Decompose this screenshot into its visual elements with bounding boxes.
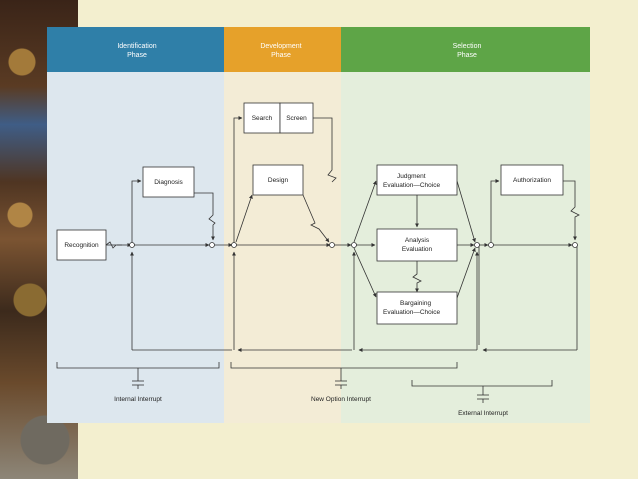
selection-phase-title: Selection — [453, 43, 482, 50]
diagnosis-label: Diagnosis — [154, 179, 183, 186]
junction-node — [209, 242, 215, 248]
judgment-label-line1: Judgment — [397, 173, 426, 180]
identification-phase-title: Identification — [117, 43, 156, 50]
analysis-label-line2: Evaluation — [402, 246, 433, 253]
analysis-label-line1: Analysis — [405, 237, 430, 244]
screen-label: Screen — [286, 115, 307, 122]
judgment-box — [376, 164, 458, 196]
search-label: Search — [252, 115, 273, 122]
external-interrupt-label: External Interrupt — [458, 410, 508, 417]
recognition-box — [56, 229, 107, 261]
bargaining-box — [376, 291, 458, 325]
decision-process-diagram: Identification Phase Development Phase S… — [47, 27, 590, 423]
junction-node — [231, 242, 237, 248]
bargaining-label-line1: Bargaining — [400, 300, 431, 307]
junction-node — [488, 242, 494, 248]
design-box — [252, 164, 304, 196]
identification-phase-subtitle: Phase — [127, 52, 147, 59]
analysis-box — [376, 228, 458, 262]
junction-node — [329, 242, 335, 248]
development-phase-subtitle: Phase — [271, 52, 291, 59]
internal-interrupt-label: Internal Interrupt — [114, 396, 162, 403]
selection-phase-subtitle: Phase — [457, 52, 477, 59]
screen-box — [279, 102, 314, 134]
identification-phase-header — [47, 27, 224, 72]
junction-node — [474, 242, 480, 248]
judgment-label-line2: Evaluation—Choice — [383, 182, 440, 189]
recognition-label: Recognition — [64, 242, 99, 249]
junction-node — [572, 242, 578, 248]
authorization-label: Authorization — [513, 177, 551, 184]
diagnosis-box — [142, 166, 195, 198]
junction-node — [351, 242, 357, 248]
authorization-box — [500, 164, 564, 196]
bargaining-label-line2: Evaluation—Choice — [383, 309, 440, 316]
design-label: Design — [268, 177, 289, 184]
selection-phase-header — [341, 27, 590, 72]
junction-node — [129, 242, 135, 248]
development-phase-title: Development — [260, 43, 301, 50]
new-option-interrupt-label: New Option Interrupt — [311, 396, 371, 403]
development-phase-header — [224, 27, 341, 72]
